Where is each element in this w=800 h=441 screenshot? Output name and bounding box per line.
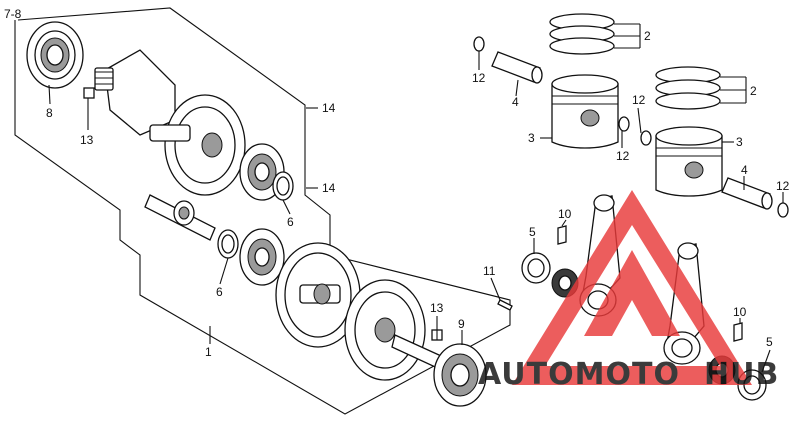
- callout-5-lower: 5: [766, 335, 773, 349]
- callout-labels: 7-8 8 13 14 14 6 6 1 13 9 12 4 3 2 2 12 …: [4, 7, 790, 359]
- clip-12-lower: [777, 202, 789, 218]
- assembly-boundary: [14, 7, 511, 415]
- callout-12-d: 12: [776, 179, 790, 193]
- piston-rings-upper: [549, 13, 615, 55]
- watermark-inner-mark: [584, 250, 680, 336]
- shim-10-lower: [733, 322, 743, 342]
- callout-6-upper: 6: [287, 215, 294, 229]
- seal-ring-lower: [217, 229, 239, 259]
- callout-4-upper: 4: [512, 95, 519, 109]
- callout-14-upper: 14: [322, 101, 336, 115]
- callout-8: 8: [46, 106, 53, 120]
- watermark-triangle: [512, 190, 752, 385]
- callout-3-lower: 3: [736, 135, 743, 149]
- leader-lines: [48, 23, 784, 373]
- crank-flywheel-left: [94, 49, 246, 196]
- callout-12-a: 12: [472, 71, 486, 85]
- clip-12-mid2: [640, 130, 652, 146]
- crank-flywheel-right-inner: [344, 279, 426, 381]
- shim-10-upper: [557, 225, 567, 245]
- callout-14-lower: 14: [322, 181, 336, 195]
- callout-ref-7-8: 7-8: [4, 7, 22, 21]
- callout-2-upper: 2: [644, 29, 651, 43]
- callout-12-c: 12: [616, 149, 630, 163]
- callout-13-lower: 13: [430, 301, 444, 315]
- bearing-9: [433, 343, 487, 407]
- cotter-pin-11: [497, 299, 513, 311]
- watermark-text-dark: HUB: [704, 357, 779, 392]
- piston-pin-upper: [491, 51, 543, 84]
- callout-13-upper: 13: [80, 133, 94, 147]
- crank-flywheel-right-outer: [275, 242, 361, 348]
- watermark-logo: AUTOMOTO HUB: [478, 190, 779, 392]
- callout-1: 1: [205, 345, 212, 359]
- key-13-upper: [83, 87, 95, 99]
- seal-ring-upper: [272, 171, 294, 201]
- piston-pin-lower: [721, 177, 773, 210]
- callout-6-lower: 6: [216, 285, 223, 299]
- watermark-text-accent: AUTOMOTO: [478, 357, 680, 392]
- clip-12-upper: [473, 36, 485, 52]
- thrust-washer-5-upper: [521, 252, 551, 284]
- piston-rings-lower: [655, 66, 721, 110]
- callout-9: 9: [458, 317, 465, 331]
- clip-12-mid: [618, 116, 630, 132]
- callout-12-b: 12: [632, 93, 646, 107]
- crank-pin-shaft: [144, 194, 216, 241]
- callout-10-lower: 10: [733, 305, 747, 319]
- callout-10-upper: 10: [558, 207, 572, 221]
- piston-upper: [551, 74, 619, 149]
- callout-3-upper: 3: [528, 131, 535, 145]
- callout-4-lower: 4: [741, 163, 748, 177]
- callout-11: 11: [483, 264, 496, 278]
- piston-lower: [655, 126, 723, 197]
- bearing-6-lower: [239, 228, 285, 286]
- bearing-8: [26, 21, 84, 89]
- callout-5-upper: 5: [529, 225, 536, 239]
- callout-2-lower: 2: [750, 84, 757, 98]
